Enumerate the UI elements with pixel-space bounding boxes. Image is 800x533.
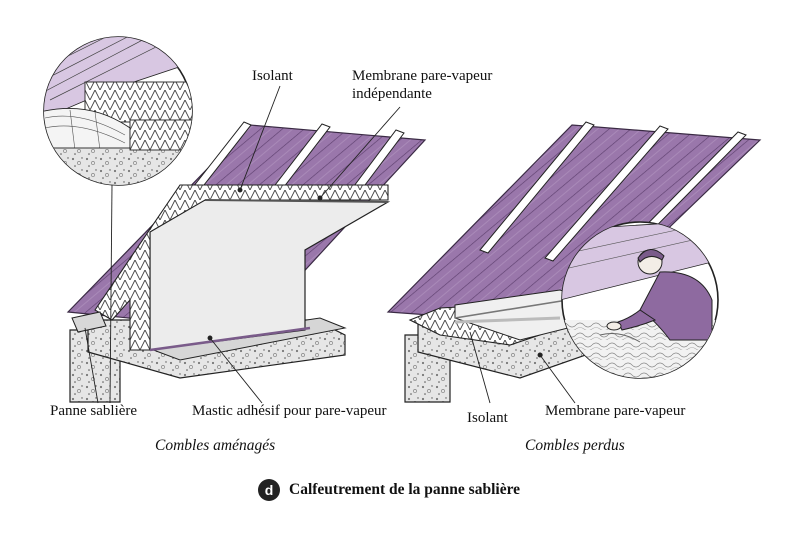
figure-title: d Calfeutrement de la panne sablière (258, 478, 520, 502)
right-leaders (454, 316, 576, 404)
left-detail-circle (43, 36, 193, 186)
left-leaders (84, 85, 401, 404)
label-mastic: Mastic adhésif pour pare-vapeur (192, 403, 387, 419)
caption-combles-perdus: Combles perdus (525, 437, 625, 454)
label-panne-sabliere: Panne sablière (50, 403, 138, 419)
panne-sabliere (71, 311, 107, 333)
right-detail-circle (561, 221, 719, 379)
label-isolant-top: Isolant (252, 68, 293, 84)
left-section (43, 36, 427, 404)
left-insulation (94, 184, 389, 351)
right-section (386, 121, 762, 404)
label-membrane-top-line1: Membrane pare-vapeur (352, 68, 493, 84)
label-membrane-top-line2: indépendante (352, 86, 432, 102)
label-membrane-right: Membrane pare-vapeur (545, 403, 686, 419)
caption-combles-amenages: Combles aménagés (155, 437, 276, 454)
label-isolant-right: Isolant (467, 410, 508, 426)
left-interior-wall (149, 199, 391, 351)
figure-badge: d (258, 479, 280, 501)
figure-title-text: Calfeutrement de la panne sablière (289, 481, 521, 498)
worker-figure (599, 249, 713, 343)
